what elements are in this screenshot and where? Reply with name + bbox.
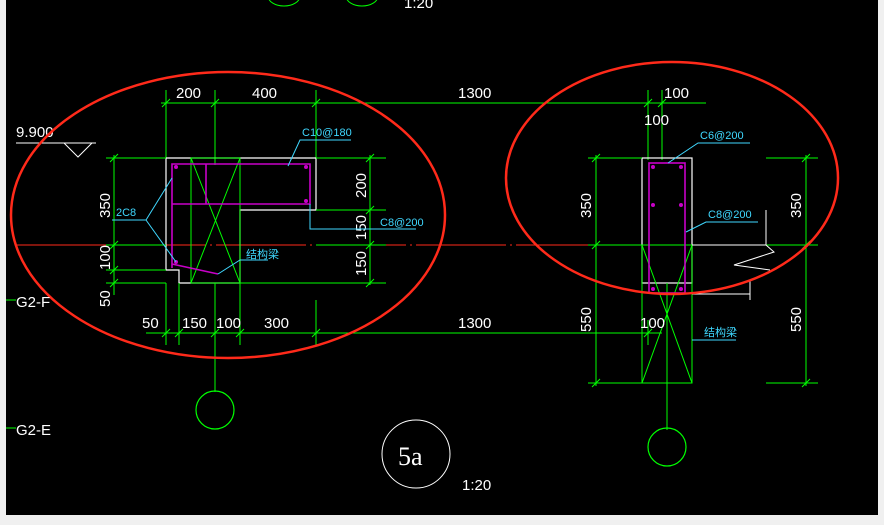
detail-scale: 1:20 (462, 477, 491, 494)
rebar-label-c8: C8@200 (380, 217, 424, 229)
dim-bottom-50: 50 (142, 315, 159, 332)
dim-left-100: 100 (97, 245, 114, 270)
dim-top-400: 400 (252, 85, 277, 102)
right-top-dim-line (648, 90, 706, 160)
dim-bottom-150: 150 (182, 315, 207, 332)
beam-label-right: 结构梁 (704, 325, 737, 339)
dim-top-1300: 1300 (458, 85, 491, 102)
rebar-label-c10: C10@180 (302, 127, 352, 139)
highlight-ellipse-right (504, 60, 840, 296)
highlight-ellipse-left (9, 70, 447, 360)
detail-number: 5a (398, 442, 423, 471)
right-detail: 100 100 (504, 60, 840, 467)
detail-number-circle (381, 419, 451, 489)
dim-r-left-350: 350 (578, 193, 595, 218)
left-top-dim-line (161, 90, 653, 165)
dim-r-right-350: 350 (788, 193, 805, 218)
dim-bottom-300: 300 (264, 315, 289, 332)
dim-right-bottom-100: 100 (640, 315, 665, 332)
rebar-label-c6: C6@200 (700, 130, 744, 142)
detail-title: 5a 1:20 (381, 419, 491, 494)
dim-right-150b: 150 (353, 251, 370, 276)
axis-bubble-left (195, 390, 235, 430)
axis-label-g2e: G2-E (16, 422, 51, 439)
top-axis-bubbles (268, 0, 378, 7)
left-section-outline (165, 157, 317, 284)
elevation-mark (16, 142, 96, 158)
rebar-label-2c8: 2C8 (116, 207, 136, 219)
dim-right-200: 200 (353, 173, 370, 198)
break-line (692, 244, 775, 300)
top-scale-fragment: 1:20 (404, 0, 433, 12)
left-rebar-dots (174, 165, 308, 264)
dim-right-150a: 150 (353, 215, 370, 240)
beam-label-left: 结构梁 (246, 247, 279, 261)
left-rebar (171, 163, 311, 275)
dim-left-50: 50 (97, 290, 114, 307)
left-vdim-lines (106, 153, 166, 295)
dim-right-top-100a: 100 (664, 85, 689, 102)
dim-top-200: 200 (176, 85, 201, 102)
dim-r-right-550: 550 (788, 307, 805, 332)
right-beam-box (641, 244, 693, 430)
dim-left-350: 350 (97, 193, 114, 218)
axis-labels: G2-F G2-E (6, 294, 51, 439)
axis-label-g2f: G2-F (16, 294, 50, 311)
left-detail: 9.900 200 400 1300 (9, 70, 662, 430)
rebar-leaders (112, 139, 416, 275)
dim-bottom-100: 100 (216, 315, 241, 332)
right-rebar-dots (651, 165, 683, 291)
right-rebar-leaders (667, 142, 758, 341)
right-vdim-lines (240, 153, 386, 288)
dim-bottom-1300: 1300 (458, 315, 491, 332)
dim-r-left-550: 550 (578, 307, 595, 332)
axis-bubble-right (647, 427, 687, 467)
cad-viewport[interactable]: 1:20 9.900 (6, 0, 878, 515)
dim-right-top-100b: 100 (644, 112, 669, 129)
cad-drawing: 1:20 9.900 (6, 0, 840, 494)
right-left-vdim (588, 153, 642, 388)
right-rebar (648, 162, 686, 294)
rebar-label-c8-right: C8@200 (708, 209, 752, 221)
elevation-label: 9.900 (16, 124, 54, 141)
